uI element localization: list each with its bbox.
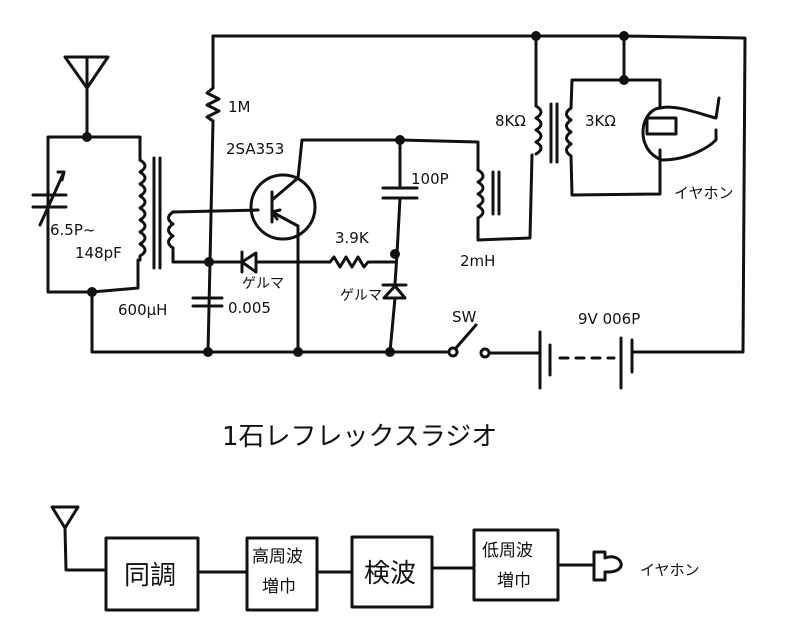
transistor-2sa353 — [249, 138, 402, 354]
diode-1 — [230, 250, 332, 274]
block-rf-amp — [245, 536, 319, 612]
junction-dot — [385, 347, 395, 357]
antenna-coil — [138, 156, 175, 270]
variable-capacitor — [31, 170, 68, 227]
switch-sw — [446, 323, 542, 359]
block-diagram — [50, 505, 623, 612]
battery-label: 9V 006P — [578, 310, 640, 328]
antenna-icon — [50, 505, 80, 530]
diode2-label: ゲルマ — [340, 288, 382, 304]
tank-wire-top — [85, 135, 142, 162]
block-tuning-label: 同調 — [124, 561, 176, 591]
secondary-wire — [171, 246, 234, 264]
top-rail — [211, 34, 747, 354]
resistor2-value: 3.9K — [335, 229, 370, 247]
block-detector-label: 検波 — [364, 559, 416, 589]
transformer-secondary: 3KΩ — [585, 112, 616, 130]
block-tuning — [104, 536, 200, 612]
capacitor-0005 — [191, 296, 224, 308]
block-detector — [350, 535, 434, 609]
varcap-value-2: 148pF — [75, 244, 122, 262]
switch-label: SW — [452, 308, 477, 326]
rf-choke-2mh — [398, 138, 534, 242]
antenna-icon — [63, 55, 110, 139]
coil-value: 600μH — [118, 301, 167, 319]
varcap-value-1: 6.5P~ — [50, 221, 95, 239]
earphone-label: イヤホン — [674, 184, 734, 202]
transistor-part: 2SA353 — [226, 140, 284, 158]
block-rf-label-2: 増巾 — [262, 577, 296, 597]
tank-wire — [46, 135, 140, 294]
cap2-value: 100P — [411, 170, 449, 188]
output-transformer — [534, 34, 662, 197]
junction-dot — [203, 347, 213, 357]
capacitor-100p — [381, 138, 419, 286]
battery-9v — [538, 330, 634, 390]
bias-wire — [206, 119, 215, 354]
junction-dot — [293, 347, 303, 357]
diagram-title: 1石レフレックスラジオ — [222, 422, 497, 452]
diode-2 — [381, 283, 408, 354]
cap-value: 0.005 — [228, 299, 271, 317]
earphone-icon — [592, 550, 623, 582]
diode1-label: ゲルマ — [242, 276, 284, 292]
transformer-primary: 8KΩ — [495, 112, 526, 130]
resistor-1m — [205, 86, 221, 123]
block-rf-label-1: 高周波 — [252, 547, 303, 567]
block-af-label-1: 低周波 — [482, 541, 533, 561]
ground-wire — [90, 290, 450, 354]
junction-dot — [204, 257, 214, 267]
choke-value: 2mH — [460, 252, 495, 270]
block-af-label-2: 増巾 — [497, 571, 531, 591]
resistor-39k — [328, 255, 397, 269]
junction-dot — [619, 75, 629, 85]
base-wire — [171, 208, 260, 214]
block-earphone-label: イヤホン — [640, 561, 700, 579]
resistor-value: 1M — [228, 98, 251, 116]
earphone-icon — [641, 96, 721, 162]
